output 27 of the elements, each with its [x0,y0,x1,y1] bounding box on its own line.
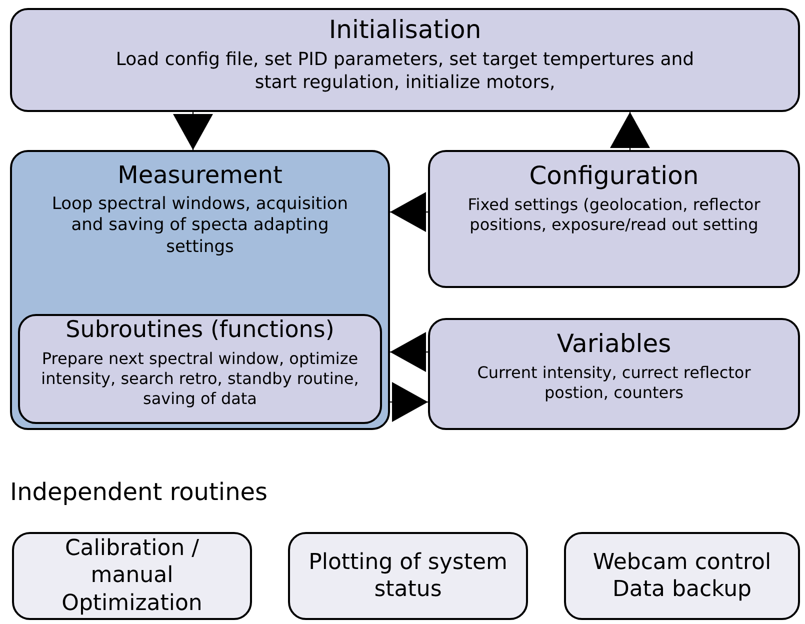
routine-box [12,532,252,620]
box-description: Load config file, set PID parameters, set target tempertures and start regulation, initialize motors, [114,49,696,94]
box-title: Calibration / manual Optimization [60,534,204,618]
box-description: Prepare next spectral window, optimize intensity, search retro, standby routine, saving of data [40,348,360,409]
subroutine-box [18,314,382,424]
box-title: Configuration [529,160,699,192]
triangle-arrow [390,332,428,372]
box-title: Plotting of system status [308,548,508,604]
box-title: Subroutines (functions) [66,316,334,345]
process-box [428,150,800,288]
box-description: Current intensity, currect reflector postion, counters [476,363,752,404]
box-title: Variables [556,328,672,360]
routine-box [564,532,800,620]
box-title: Webcam control Data backup [592,548,772,604]
routine-box [288,532,528,620]
section-heading: Independent routines [10,477,268,508]
triangle-arrow [390,192,428,232]
box-title: Measurement [118,160,282,190]
process-box [10,8,800,112]
triangle-arrow [610,112,650,150]
process-box [428,318,800,430]
triangle-arrow [390,382,428,422]
box-description: Fixed settings (geolocation, reflector positions, exposure/read out setting [466,195,762,236]
box-description: Loop spectral windows, acquisition and saving of specta adapting settings [50,194,350,258]
process-box [10,150,390,430]
triangle-arrow [173,112,213,150]
box-title: Initialisation [328,14,482,46]
